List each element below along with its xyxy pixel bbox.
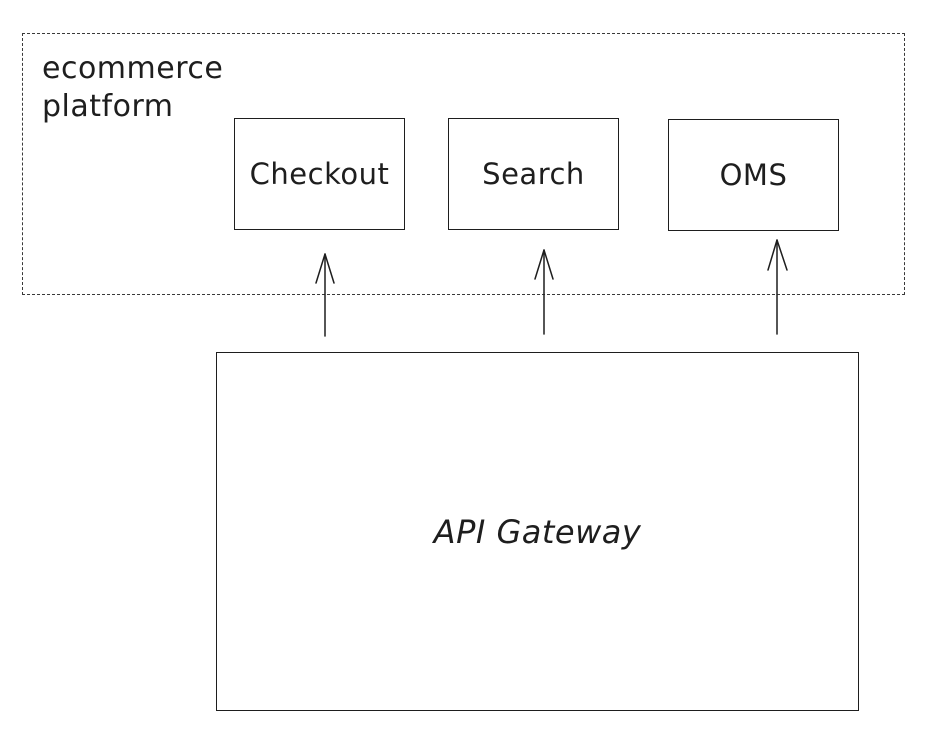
api-gateway-label: API Gateway — [433, 512, 642, 551]
oms-label: OMS — [719, 158, 788, 192]
search-label: Search — [482, 157, 585, 191]
checkout-label: Checkout — [249, 157, 390, 191]
api-gateway-node[interactable]: API Gateway — [216, 352, 859, 711]
search-node[interactable]: Search — [448, 118, 619, 230]
ecommerce-platform-group — [22, 33, 905, 295]
checkout-node[interactable]: Checkout — [234, 118, 405, 230]
group-label: ecommerce platform — [42, 51, 224, 124]
oms-node[interactable]: OMS — [668, 119, 839, 231]
